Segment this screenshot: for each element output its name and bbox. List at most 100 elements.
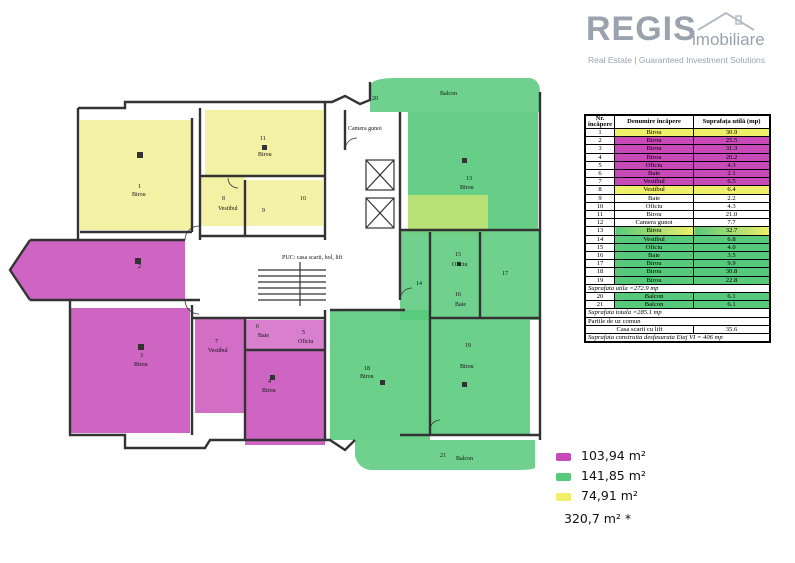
cell-nr: 13 xyxy=(584,226,616,236)
cell-area: 7.7 xyxy=(693,218,770,228)
table-row-casa: Casa scarii cu lift 35.6 xyxy=(584,324,770,335)
logo-tagline: Real Estate | Guaranteed Investment Solu… xyxy=(588,55,766,65)
label-birou-19: Birou xyxy=(460,364,474,370)
room-14-19-fill xyxy=(400,230,540,320)
cell-name: Birou xyxy=(614,127,695,138)
label-n3: 3 xyxy=(140,353,143,359)
elevator-1 xyxy=(365,159,395,191)
stair-core xyxy=(258,159,395,306)
cell-nr: 16 xyxy=(584,251,616,261)
room-13b-fill xyxy=(408,195,488,235)
suprafata-utila: Suprafata utila =272.9 mp xyxy=(585,283,770,294)
label-birou-13: Birou xyxy=(460,185,474,191)
area-table: Nr. încăpere Denumire încăpere Suprafața… xyxy=(584,114,771,344)
room-9-10-fill xyxy=(245,180,323,226)
legend-swatch-purple xyxy=(556,452,571,461)
regis-logo: REGIS imobiliare Real Estate | Guarantee… xyxy=(586,10,786,65)
table-row-parti: Partile de uz comun xyxy=(585,316,770,326)
cell-area: 31.3 xyxy=(693,144,770,154)
legend-total-text: 320,7 m² * xyxy=(564,511,632,526)
room-19-fill xyxy=(430,320,530,435)
column-markers xyxy=(135,145,467,387)
balcon-bottom-fill xyxy=(355,440,535,470)
label-n7: 7 xyxy=(215,339,218,345)
label-n8: 8 xyxy=(222,196,225,202)
walls xyxy=(8,82,542,452)
label-n17: 17 xyxy=(502,271,508,277)
table-row-totala: Suprafata totala =285.1 mp xyxy=(585,308,770,318)
legend-item-purple: 103,94 m² xyxy=(556,448,646,463)
cell-name: Oficiu xyxy=(614,242,695,253)
cell-name: Oficiu xyxy=(614,201,695,212)
label-birou-3: Birou xyxy=(134,362,148,368)
cell-area: 6.1 xyxy=(693,300,770,310)
legend-swatch-yellow xyxy=(556,492,571,501)
area-table-summary: Suprafata utila =272.9 mp xyxy=(585,283,770,294)
label-n13: 13 xyxy=(466,176,472,182)
cell-name: Vestibul xyxy=(614,234,695,244)
cell-name: Baie xyxy=(614,193,695,203)
label-n4: 4 xyxy=(268,379,271,385)
legend-item-yellow: 74,91 m² xyxy=(556,488,638,503)
cell-name: Vestibul xyxy=(614,177,695,187)
casa-scarii-area: 35.6 xyxy=(693,324,770,335)
area-table-footer: Suprafata totala =285.1 mp Partile de uz… xyxy=(584,308,770,343)
cell-nr: 11 xyxy=(584,210,616,220)
cell-name: Balcon xyxy=(614,292,695,302)
cell-area: 20.2 xyxy=(693,152,770,162)
cell-name: Baie xyxy=(614,251,695,261)
table-row-construita: Suprafata construita desfasurata Etaj VI… xyxy=(585,333,770,343)
cell-area: 2.1 xyxy=(693,169,770,179)
cell-name: Birou xyxy=(614,144,695,154)
cell-nr: 7 xyxy=(584,177,616,187)
label-n11: 11 xyxy=(260,136,266,142)
cell-name: Birou xyxy=(614,226,695,236)
label-n21: 21 xyxy=(440,453,446,459)
cell-area: 25.5 xyxy=(693,136,770,146)
cell-name: Baie xyxy=(614,169,695,179)
area-table-header: Nr. încăpere Denumire încăpere Suprafața… xyxy=(584,115,770,129)
cell-nr: 15 xyxy=(584,242,616,253)
cell-area: 4.3 xyxy=(693,201,770,212)
logo-brand: REGIS xyxy=(586,10,697,48)
cell-nr: 1 xyxy=(584,127,616,138)
room-18-fill xyxy=(330,310,430,440)
cell-area: 21.0 xyxy=(693,210,770,220)
suprafata-totala: Suprafata totala =285.1 mp xyxy=(585,308,770,318)
label-balcon-top: Balcon xyxy=(440,91,457,97)
cell-name: Birou xyxy=(614,267,695,277)
label-birou-18: Birou xyxy=(360,374,374,380)
room-3-fill xyxy=(70,308,190,433)
room-7-fill xyxy=(195,318,245,413)
label-oficiu-15: Oficiu xyxy=(452,261,467,268)
cell-area: 30.8 xyxy=(693,267,770,277)
label-n1: 1 xyxy=(138,184,141,190)
logo-sub: imobiliare xyxy=(692,30,765,49)
cell-nr: 6 xyxy=(584,169,616,179)
cell-name: Camera gunoi xyxy=(614,218,695,228)
cell-nr: 8 xyxy=(584,185,616,195)
label-n10: 10 xyxy=(300,196,306,202)
room-11-fill xyxy=(205,110,323,176)
legend-text: 103,94 m² xyxy=(581,448,646,463)
area-table-grid: Nr. încăpere Denumire încăpere Suprafața… xyxy=(584,115,770,343)
room-8-fill xyxy=(200,176,245,226)
cell-area: 4.3 xyxy=(693,160,770,171)
label-puc: PUC: casa scarii, hol, lift xyxy=(282,254,343,261)
cell-area: 30.9 xyxy=(693,127,770,138)
cell-nr: 3 xyxy=(584,144,616,154)
